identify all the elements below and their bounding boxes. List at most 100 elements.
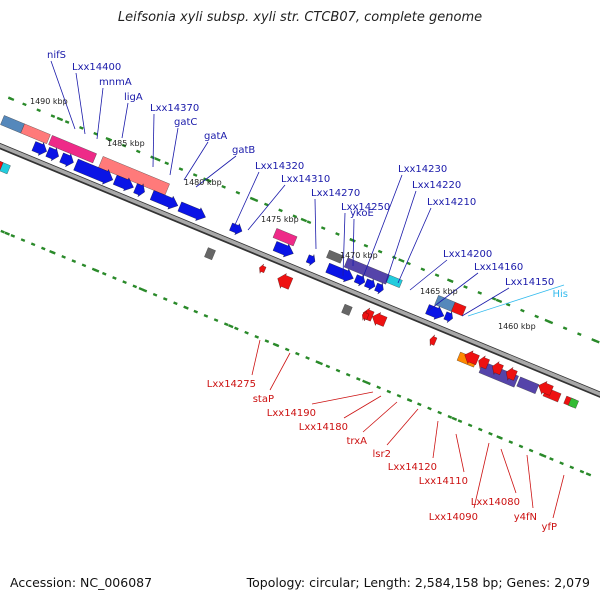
tick-dot bbox=[101, 271, 107, 276]
reverse-gene-label: yfP bbox=[542, 522, 557, 533]
forward-gene-label: gatC bbox=[174, 117, 197, 128]
reverse-gene-label: Lxx14180 bbox=[299, 422, 348, 433]
tick-dot bbox=[121, 143, 127, 148]
leader-line bbox=[152, 113, 155, 168]
forward-gene-label: Lxx14200 bbox=[443, 249, 492, 260]
kbp-tick-label: 1480 kbp bbox=[184, 178, 222, 187]
tick-dot bbox=[105, 136, 112, 142]
leader-line bbox=[352, 218, 355, 267]
gene-block bbox=[20, 123, 51, 145]
gene-block bbox=[568, 397, 579, 409]
reverse-gene-label: Lxx14120 bbox=[388, 462, 437, 473]
gene-labels: nifSLxx14400mnmAligALxx14370gatCgatAgatB… bbox=[47, 50, 568, 533]
tick-dot bbox=[528, 448, 534, 453]
tick-dot bbox=[477, 427, 483, 432]
tick-dot bbox=[520, 308, 525, 313]
tick-dot bbox=[81, 263, 87, 268]
gene-arrow bbox=[374, 282, 384, 295]
genome-backbone bbox=[0, 142, 600, 398]
tick-dot bbox=[544, 318, 551, 324]
tick-dot bbox=[366, 381, 371, 386]
tick-dot bbox=[362, 379, 368, 384]
gene-block bbox=[48, 135, 97, 164]
leader-line bbox=[455, 433, 465, 473]
leader-line bbox=[552, 474, 565, 519]
tick-dot bbox=[534, 314, 539, 319]
tick-dot bbox=[300, 217, 308, 223]
tick-dot bbox=[335, 368, 341, 373]
tick-dot bbox=[447, 415, 453, 419]
forward-gene-label: Lxx14310 bbox=[281, 174, 330, 185]
tick-dot bbox=[64, 120, 70, 124]
reverse-gene-label: Lxx14080 bbox=[471, 497, 520, 508]
forward-gene-label: Lxx14160 bbox=[474, 262, 523, 273]
forward-gene-label: Lxx14250 bbox=[341, 202, 390, 213]
forward-gene-label: gatA bbox=[204, 131, 227, 142]
backbone-line bbox=[0, 143, 600, 397]
tick-dot bbox=[264, 339, 270, 343]
gene-block bbox=[451, 301, 467, 317]
tick-dot bbox=[203, 177, 210, 182]
tick-dot bbox=[467, 423, 473, 428]
leader-line bbox=[362, 401, 398, 433]
tick-dot bbox=[508, 440, 514, 445]
leader-line bbox=[96, 87, 104, 140]
leader-line bbox=[361, 174, 403, 281]
accession-text: Accession: NC_006087 bbox=[10, 575, 153, 590]
tick-dot bbox=[10, 234, 16, 238]
gene-arrow bbox=[538, 381, 554, 396]
forward-gene-label: ykoE bbox=[350, 208, 374, 219]
forward-gene-label: Lxx14370 bbox=[150, 103, 199, 114]
tick-dot bbox=[491, 296, 497, 301]
gene-arrow bbox=[506, 366, 518, 381]
gene-block bbox=[0, 160, 11, 175]
tick-dot bbox=[396, 393, 402, 398]
tick-dot bbox=[50, 114, 56, 118]
tick-dot bbox=[93, 131, 98, 136]
tick-dot bbox=[398, 258, 405, 263]
tick-dot bbox=[183, 305, 189, 310]
tick-dot bbox=[235, 190, 241, 195]
tick-dot bbox=[488, 431, 493, 436]
tick-dot bbox=[305, 356, 310, 360]
reverse-gene-label: staP bbox=[253, 394, 274, 405]
tick-dot bbox=[427, 406, 432, 411]
leader-line bbox=[409, 259, 448, 291]
kbp-tick-label: 1470 kbp bbox=[340, 251, 378, 260]
gene-arrow bbox=[45, 146, 59, 162]
tick-dot bbox=[540, 453, 547, 458]
tick-dot bbox=[569, 465, 575, 470]
gene-arrow bbox=[0, 158, 4, 173]
tick-dot bbox=[193, 309, 199, 314]
forward-gene-label: ligA bbox=[124, 92, 143, 103]
gene-arrow bbox=[429, 334, 438, 347]
tick-dot bbox=[164, 161, 170, 166]
tick-dot bbox=[221, 184, 226, 189]
tick-dot bbox=[138, 287, 145, 292]
gene-arrow bbox=[464, 350, 480, 366]
tick-dot bbox=[122, 280, 127, 285]
tick-dot bbox=[154, 157, 161, 162]
tick-dot bbox=[356, 377, 361, 381]
kbp-tick-label: 1465 kbp bbox=[420, 287, 458, 296]
leader-line bbox=[397, 207, 432, 284]
tick-dot bbox=[420, 267, 426, 272]
gene-arrow bbox=[364, 278, 376, 291]
tick-dot bbox=[549, 457, 554, 461]
topology-summary: Topology: circular; Length: 2,584,158 bp… bbox=[246, 575, 590, 590]
gene-arrow bbox=[149, 190, 179, 210]
gene-arrow bbox=[325, 262, 354, 283]
leader-line bbox=[247, 184, 286, 231]
tick-dot bbox=[56, 116, 64, 122]
leader-line bbox=[169, 127, 179, 176]
tick-dot bbox=[4, 231, 10, 236]
gene-arrow bbox=[353, 274, 366, 287]
tick-dot bbox=[264, 202, 269, 207]
gene-arrow bbox=[305, 253, 316, 267]
leader-line bbox=[473, 442, 490, 509]
tick-dot bbox=[203, 313, 209, 318]
tick-dots bbox=[0, 96, 600, 477]
leader-line bbox=[183, 141, 209, 181]
reverse-gene-label: Lxx14275 bbox=[207, 379, 256, 390]
